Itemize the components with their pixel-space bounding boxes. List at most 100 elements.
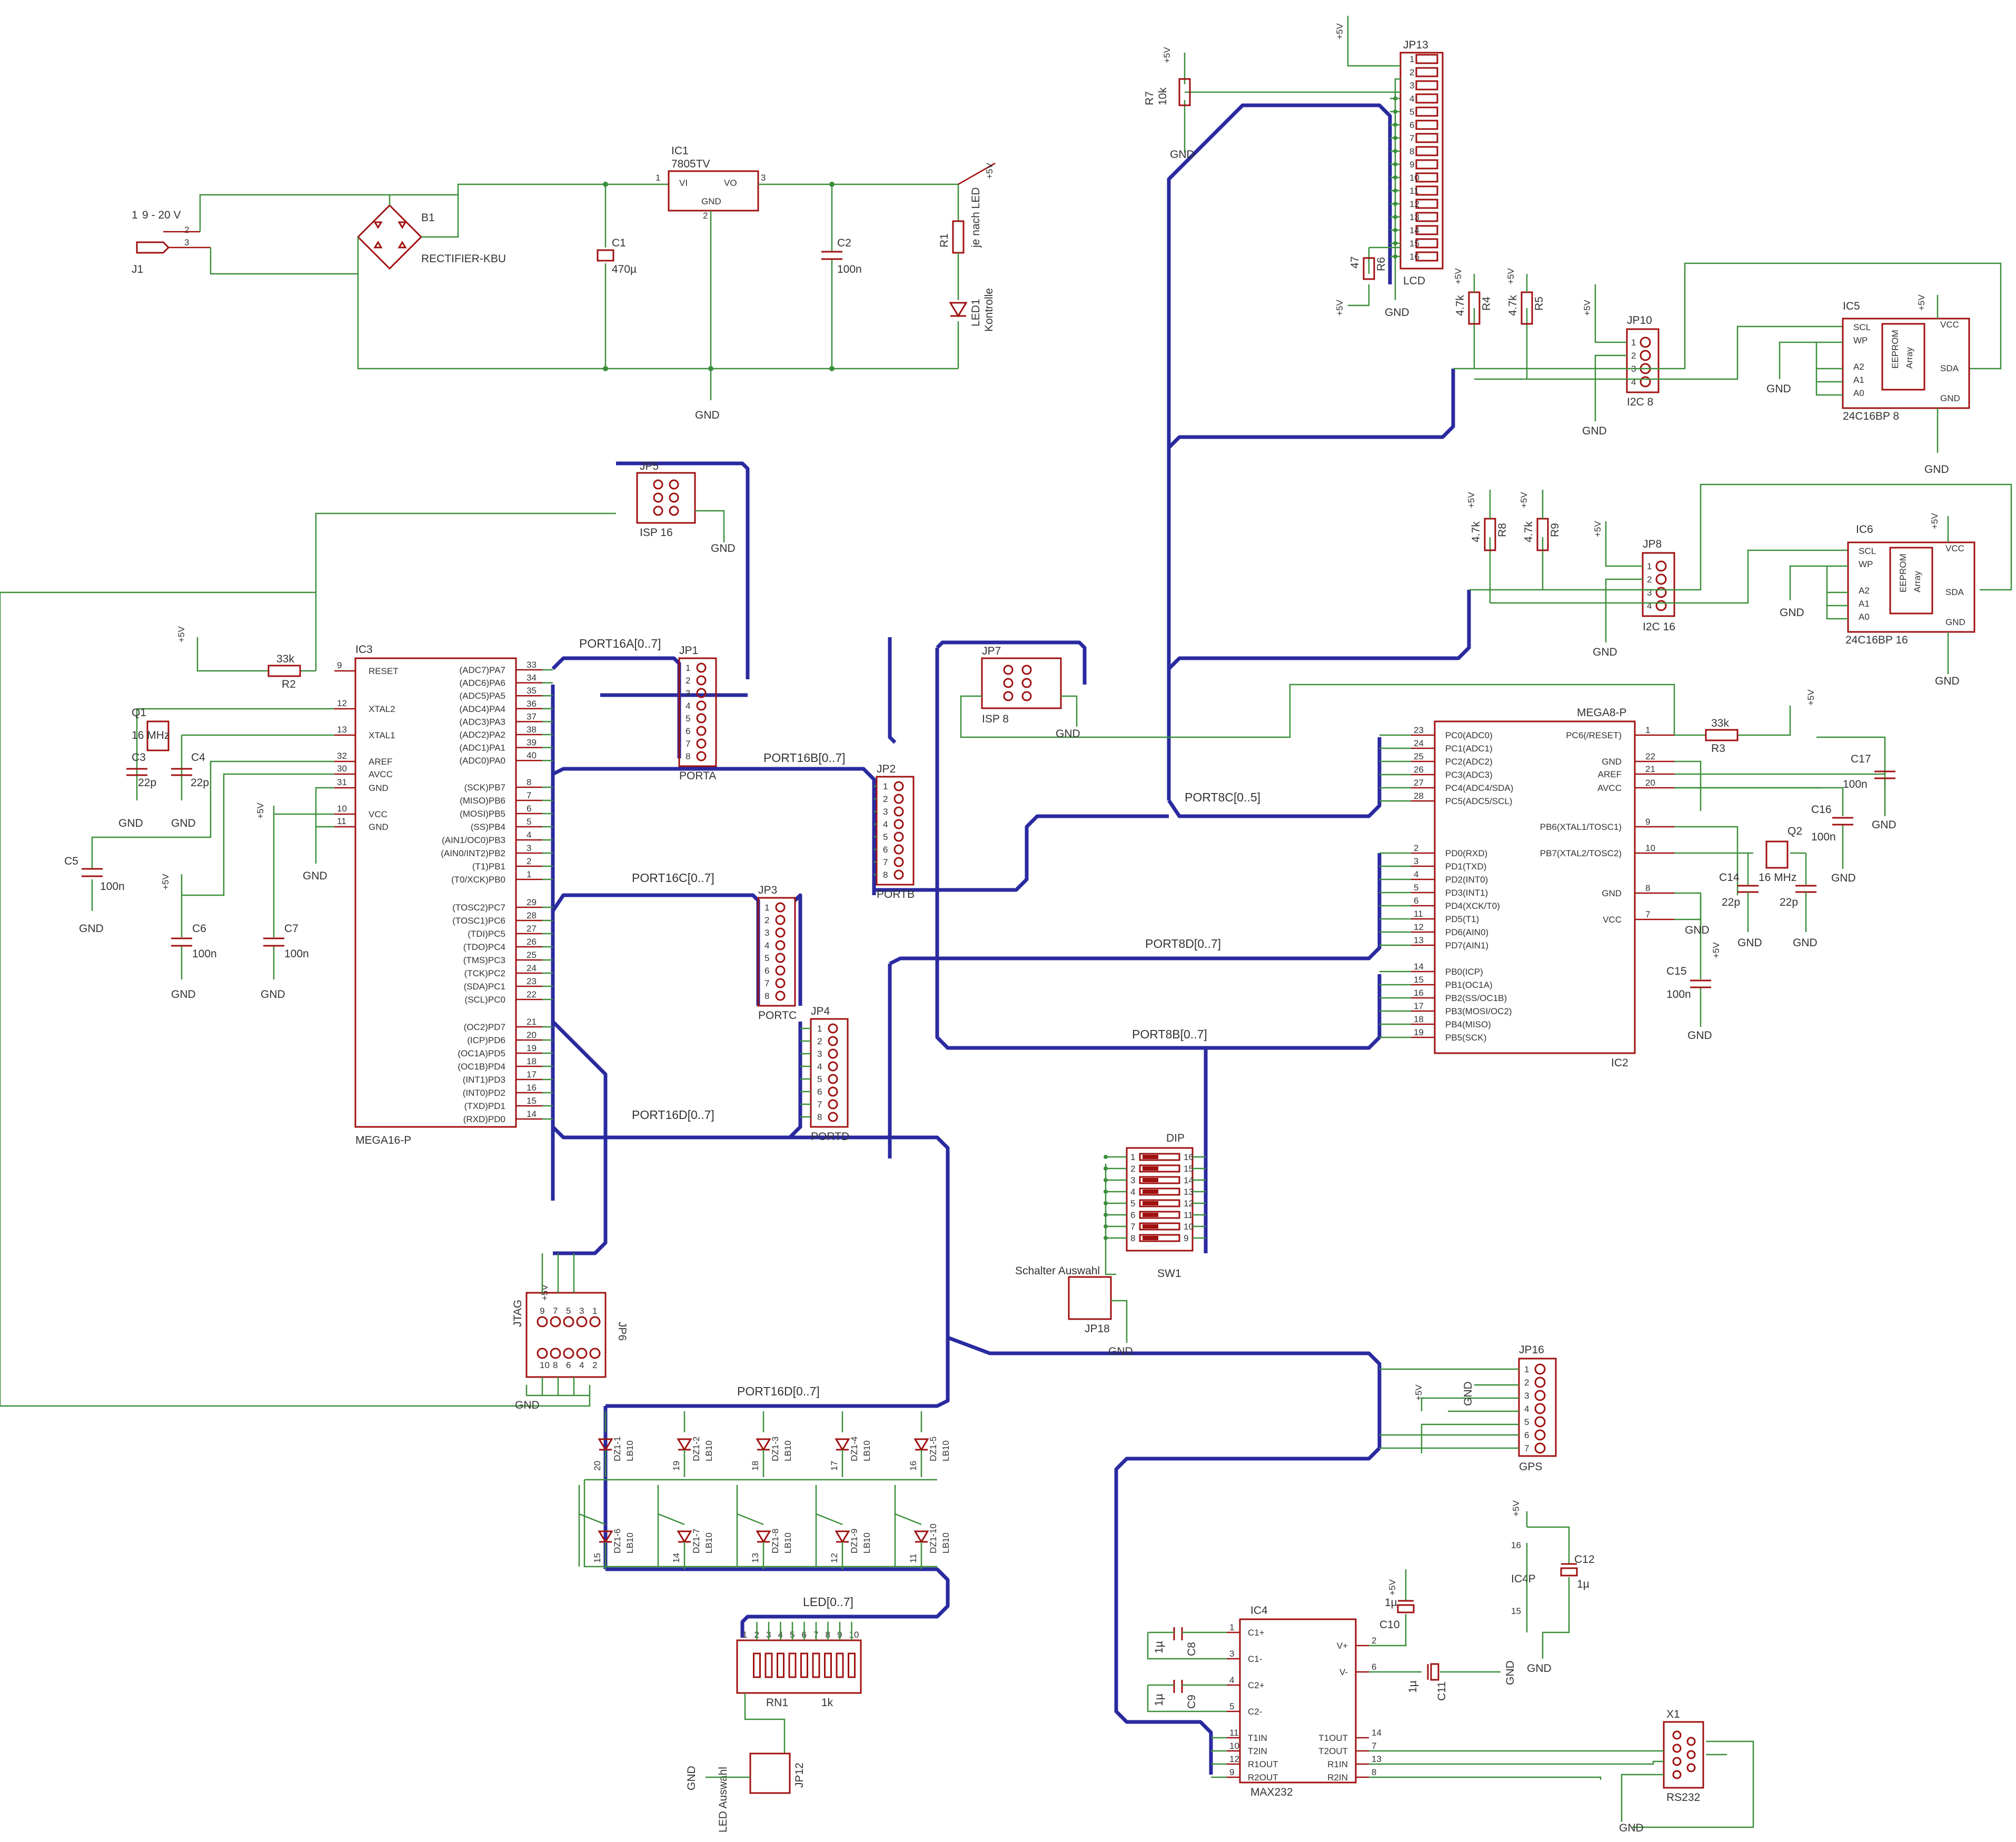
led-pin: 15 bbox=[592, 1553, 602, 1563]
lcd-pin bbox=[1415, 106, 1438, 117]
led-row2-tap bbox=[895, 1513, 922, 1526]
ic1-gnd: GND bbox=[701, 196, 721, 206]
lcd-pin bbox=[1415, 80, 1438, 91]
ic2-right-pin-label: PC6(/RESET) bbox=[1566, 730, 1622, 740]
x1-gnd: GND bbox=[1619, 1822, 1644, 1834]
ic4p-gnd: GND bbox=[1527, 1662, 1552, 1675]
jp4-value: PORTD bbox=[811, 1131, 849, 1143]
ic3-right-pin-num: 33 bbox=[527, 660, 537, 670]
ic3-left-pin-num: 32 bbox=[337, 751, 347, 761]
ic2-right-pin-num: 7 bbox=[1645, 909, 1650, 919]
ic2-name: IC2 bbox=[1611, 1057, 1628, 1069]
lcd-pin-num: 6 bbox=[1409, 120, 1414, 130]
ic4-left-pin-num: 1 bbox=[1229, 1622, 1234, 1632]
c17-value: 100n bbox=[1843, 778, 1868, 790]
jp10-name: JP10 bbox=[1627, 314, 1652, 326]
ic2-left-pin-num: 15 bbox=[1414, 975, 1424, 985]
c11-value: 1µ bbox=[1407, 1680, 1419, 1693]
ic3-right-pin-num: 18 bbox=[527, 1056, 537, 1066]
led-value: LB10 bbox=[941, 1440, 951, 1461]
gps-pin-num: 1 bbox=[1524, 1364, 1529, 1374]
jp1-value: PORTA bbox=[679, 770, 716, 782]
jp13-name: JP13 bbox=[1403, 39, 1428, 51]
lcd-pin-num: 7 bbox=[1409, 133, 1414, 143]
ic3-right-pin-label: (RXD)PD0 bbox=[463, 1114, 505, 1124]
jtag-pin bbox=[563, 1348, 574, 1359]
led-name: DZ1-7 bbox=[691, 1529, 701, 1553]
ic3-left-pins: 9RESET12XTAL213XTAL132AREF30AVCC31GND10V… bbox=[334, 660, 399, 832]
c17-name: C17 bbox=[1851, 753, 1871, 765]
c12-value: 1µ bbox=[1577, 1578, 1590, 1590]
ic2-left-pin-label: PD5(T1) bbox=[1445, 914, 1479, 924]
led-pin: 13 bbox=[750, 1553, 760, 1563]
led-pin: 17 bbox=[829, 1461, 839, 1471]
bus-labels: PORT16A[0..7] PORT16B[0..7] PORT16C[0..7… bbox=[579, 637, 1260, 1609]
lcd-pin-num: 11 bbox=[1409, 186, 1419, 196]
jp4-pin-num: 2 bbox=[817, 1036, 822, 1046]
led-diode bbox=[756, 1438, 771, 1451]
ic5-vcc: VCC bbox=[1940, 320, 1959, 330]
lcd-pin-num: 1 bbox=[1409, 54, 1414, 64]
dip-pin-left: 5 bbox=[1130, 1199, 1135, 1209]
lcd-pin-num: 3 bbox=[1409, 81, 1414, 91]
c7-gnd-label: GND bbox=[261, 988, 285, 1001]
ic3-right-pin-label: (T0/XCK)PB0 bbox=[451, 875, 505, 885]
led-name: DZ1-6 bbox=[612, 1529, 622, 1553]
jp3-pin bbox=[775, 927, 786, 938]
ic3-left-pin-num: 9 bbox=[337, 660, 342, 670]
i2c-pin bbox=[1655, 600, 1667, 611]
ic3-right-pin-num: 36 bbox=[527, 699, 537, 709]
led-row2-tap bbox=[737, 1513, 764, 1526]
ic3-right-pin-label: (ICP)PD6 bbox=[467, 1035, 505, 1045]
r2-vcc-label: +5V bbox=[176, 626, 186, 642]
jp2-pin bbox=[893, 794, 904, 804]
jp4-pin bbox=[828, 1023, 838, 1034]
ic3-right-pin-num: 19 bbox=[527, 1043, 537, 1053]
c15-name: C15 bbox=[1666, 965, 1687, 977]
led-row2-tap bbox=[658, 1513, 685, 1526]
ic2-left-pin-label: PB3(MOSI/OC2) bbox=[1445, 1006, 1512, 1016]
ic3-right-pin-num: 34 bbox=[527, 673, 537, 683]
ic3-right-pin-label: (TMS)PC3 bbox=[463, 955, 505, 965]
led-name: DZ1-4 bbox=[849, 1437, 859, 1461]
b1-name: B1 bbox=[421, 212, 435, 224]
bus-port8b-label: PORT8B[0..7] bbox=[1132, 1027, 1207, 1041]
jtag-pin bbox=[550, 1348, 561, 1359]
jp5-isp16: JP5 ISP 16 GND bbox=[636, 460, 736, 554]
jp2-pin-num: 6 bbox=[883, 845, 888, 855]
ic2-right-pin-num: 21 bbox=[1645, 764, 1655, 774]
ic3-right-pin-num: 21 bbox=[527, 1017, 537, 1027]
b1-diamond bbox=[356, 204, 423, 270]
jp3-pin-num: 3 bbox=[764, 928, 769, 938]
led-diode bbox=[835, 1530, 850, 1543]
jp2-pin bbox=[893, 831, 904, 842]
gps-vcc: +5V bbox=[1414, 1384, 1424, 1401]
r4-name: R4 bbox=[1481, 296, 1493, 311]
ic3-right-pin-label: (ADC6)PA6 bbox=[459, 678, 505, 688]
led-pin: 20 bbox=[592, 1461, 602, 1471]
ic3-right-pin-num: 7 bbox=[527, 790, 531, 800]
led-diode bbox=[677, 1530, 692, 1543]
led-value: LB10 bbox=[704, 1440, 714, 1461]
jp4-pin bbox=[828, 1112, 838, 1122]
ic1-vo: VO bbox=[724, 178, 737, 188]
r3-vcc: +5V bbox=[1806, 689, 1816, 706]
ic2-left-pin-num: 2 bbox=[1414, 843, 1418, 853]
ic2-left-pin-num: 25 bbox=[1414, 751, 1424, 761]
ic2-right-pin-label: AREF bbox=[1598, 769, 1622, 779]
jp4-pin-num: 4 bbox=[817, 1062, 822, 1072]
jp3-pin bbox=[775, 940, 786, 950]
ic2-left-pin-label: PB5(SCK) bbox=[1445, 1033, 1486, 1043]
rn1-pin-num: 1 bbox=[742, 1630, 747, 1640]
rn1-name: RN1 bbox=[766, 1697, 788, 1709]
ic3-right-pin-num: 22 bbox=[527, 989, 537, 999]
dip-switch bbox=[1139, 1164, 1180, 1173]
r2-value: 33k bbox=[276, 653, 294, 665]
ic1-body bbox=[668, 170, 759, 212]
power-supply: 1 2 3 9 - 20 V J1 B1 RECTIFIER-KBU IC1 7… bbox=[132, 145, 996, 400]
ic3-right-pin-label: (ADC2)PA2 bbox=[459, 730, 505, 740]
c2-name: C2 bbox=[837, 237, 851, 249]
ic4p-pin16: 16 bbox=[1511, 1540, 1521, 1550]
ic2-right-pin-label: VCC bbox=[1603, 915, 1622, 925]
